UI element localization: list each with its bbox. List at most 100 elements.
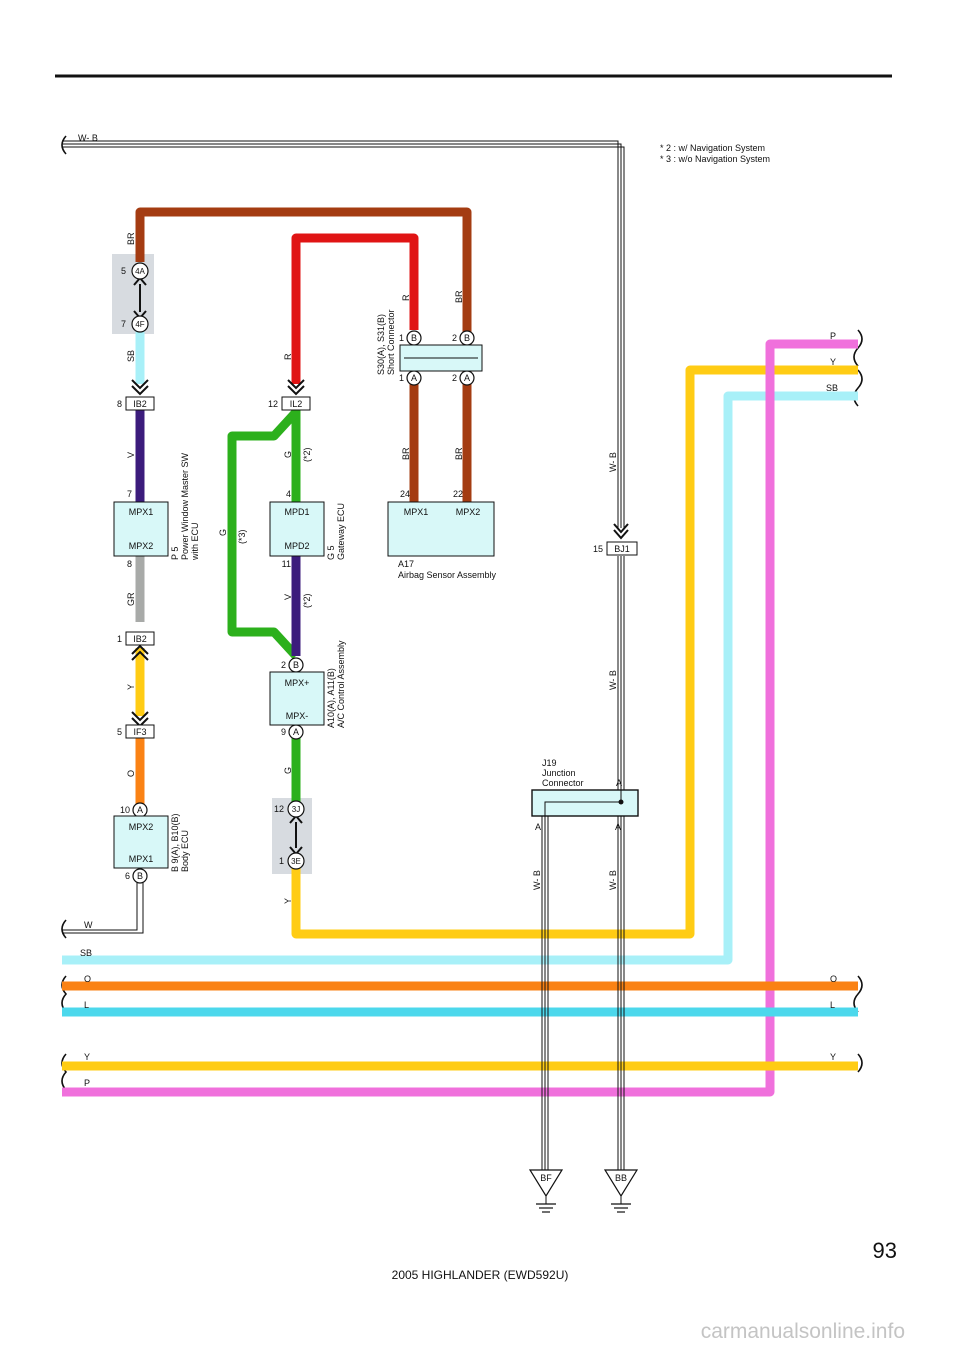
wire-label-br-a17-left: BR [401,447,411,460]
a17-pin-mpx1: MPX1 [404,507,429,517]
pin-3j: 12 [274,804,284,814]
bus-label-l-right: L [830,1000,835,1010]
s30-name: Short Connector [386,309,396,375]
wire-label-sb-left: SB [126,350,136,362]
g5-pin-mpd2: MPD2 [284,541,309,551]
wire-label-g-nonav-note: (*3) [237,529,247,544]
wire-label-br-a17-right: BR [454,447,464,460]
wire-label-r-s30: R [401,294,411,301]
pin-4a: 5 [121,266,126,276]
pin-3e: 1 [279,856,284,866]
wire-label-g-nonav: G [218,529,228,536]
wire-label-g-nav: G [283,451,293,458]
wire-y-3e [291,365,858,939]
wire-r [291,233,419,384]
connector-ib2-top: IB2 [133,399,147,409]
chevron-ib2b [131,644,149,661]
bus-label-o-right: O [830,974,837,984]
badge-b9-a: A [137,805,143,815]
svg-text:BF: BF [540,1173,552,1183]
connector-il2: IL2 [290,399,303,409]
wire-label-wb-bj1-upper: W- B [608,452,618,472]
pin-b9-b: 6 [125,871,130,881]
pin-s30-b2: 2 [452,333,457,343]
note-navigation-off: * 3 : w/o Navigation System [660,154,770,164]
wire-w [62,880,144,934]
right-label-p: P [830,331,836,341]
p5-name-line2: with ECU [190,522,200,561]
badge-3e: 3E [291,857,301,866]
svg-text:BB: BB [615,1173,627,1183]
wire-label-y-left: Y [126,684,136,690]
p5-name-line1: Power Window Master SW [180,452,190,560]
wire-label-gr: GR [126,592,136,606]
a10-pin-mpxm: MPX- [286,711,309,721]
chevron-il2 [287,379,305,396]
component-g5-box [269,501,325,557]
p5-pin-mpx2: MPX2 [129,541,154,551]
wire-p [62,339,858,1097]
wire-label-wb-bb: W- B [608,870,618,890]
p5-code: P 5 [170,547,180,560]
component-a17-box [387,501,495,557]
g5-code: G 5 [326,545,336,560]
wire-sb-right [62,391,858,965]
pin-g5-mpd2: 11 [282,559,291,569]
component-p5-box [113,501,169,557]
s30-code: S30(A), S31(B) [376,314,386,375]
pin-s30-a2: 2 [452,373,457,383]
bus-label-y-right: Y [830,1052,836,1062]
ground-bf: BF [528,1169,564,1213]
wire-wb-ground [541,556,625,1170]
pin-4f: 7 [121,319,126,329]
break-marks [61,135,863,1091]
bus-label-p: P [84,1078,90,1088]
a17-name: Airbag Sensor Assembly [398,570,497,580]
pin-s30-b1: 1 [399,333,404,343]
bus-label-l: L [84,1000,89,1010]
wire-label-g-nav-note: (*2) [302,447,312,462]
right-label-y: Y [830,357,836,367]
connector-ib2-bottom: IB2 [133,634,147,644]
badge-a10-b: B [293,660,299,670]
j19-name-line1: Junction [542,768,576,778]
pin-b9-a: 10 [120,805,130,815]
badge-s30-b2: B [464,333,470,343]
badge-4f: 4F [135,320,144,329]
pin-bj1: 15 [593,544,603,554]
wire-g-nonav [227,408,300,660]
wire-wb-top [62,140,625,528]
pin-s30-a1: 1 [399,373,404,383]
chevron-bj1 [613,523,629,540]
j19-name-line2: Connector [542,778,584,788]
pin-if3: 5 [117,727,122,737]
badge-a10-a: A [293,727,299,737]
wire-label-wb-top: W- B [78,133,98,143]
pin-j19-top: A [616,778,622,788]
wire-label-wb-bf: W- B [532,870,542,890]
pin-ib2-bottom: 1 [117,634,122,644]
pin-a10-b: 2 [281,660,286,670]
b9-code: B 9(A), B10(B) [170,813,180,872]
chevron-ib2a [131,379,149,396]
bus-label-w: W [84,920,93,930]
badge-s30-a1: A [411,373,417,383]
a10-name: A/C Control Assembly [336,640,346,728]
b9-name: Body ECU [180,830,190,872]
j19-code: J19 [542,758,557,768]
badge-4a: 4A [135,267,145,276]
badge-s30-b1: B [411,333,417,343]
badge-3j: 3J [292,805,300,814]
pin-ib2-top: 8 [117,399,122,409]
a10-code: A10(A), A11(B) [326,668,336,728]
wire-label-br-top: BR [126,232,136,245]
b9-pin-mpx2: MPX2 [129,822,154,832]
connector-if3: IF3 [133,727,146,737]
g5-name: Gateway ECU [336,503,346,560]
ground-bb: BB [603,1169,639,1213]
bus-label-sb: SB [80,948,92,958]
component-b9-box [113,815,169,869]
pin-j19-bottom-left: A [535,822,541,832]
wire-label-g-lower: G [283,767,293,774]
